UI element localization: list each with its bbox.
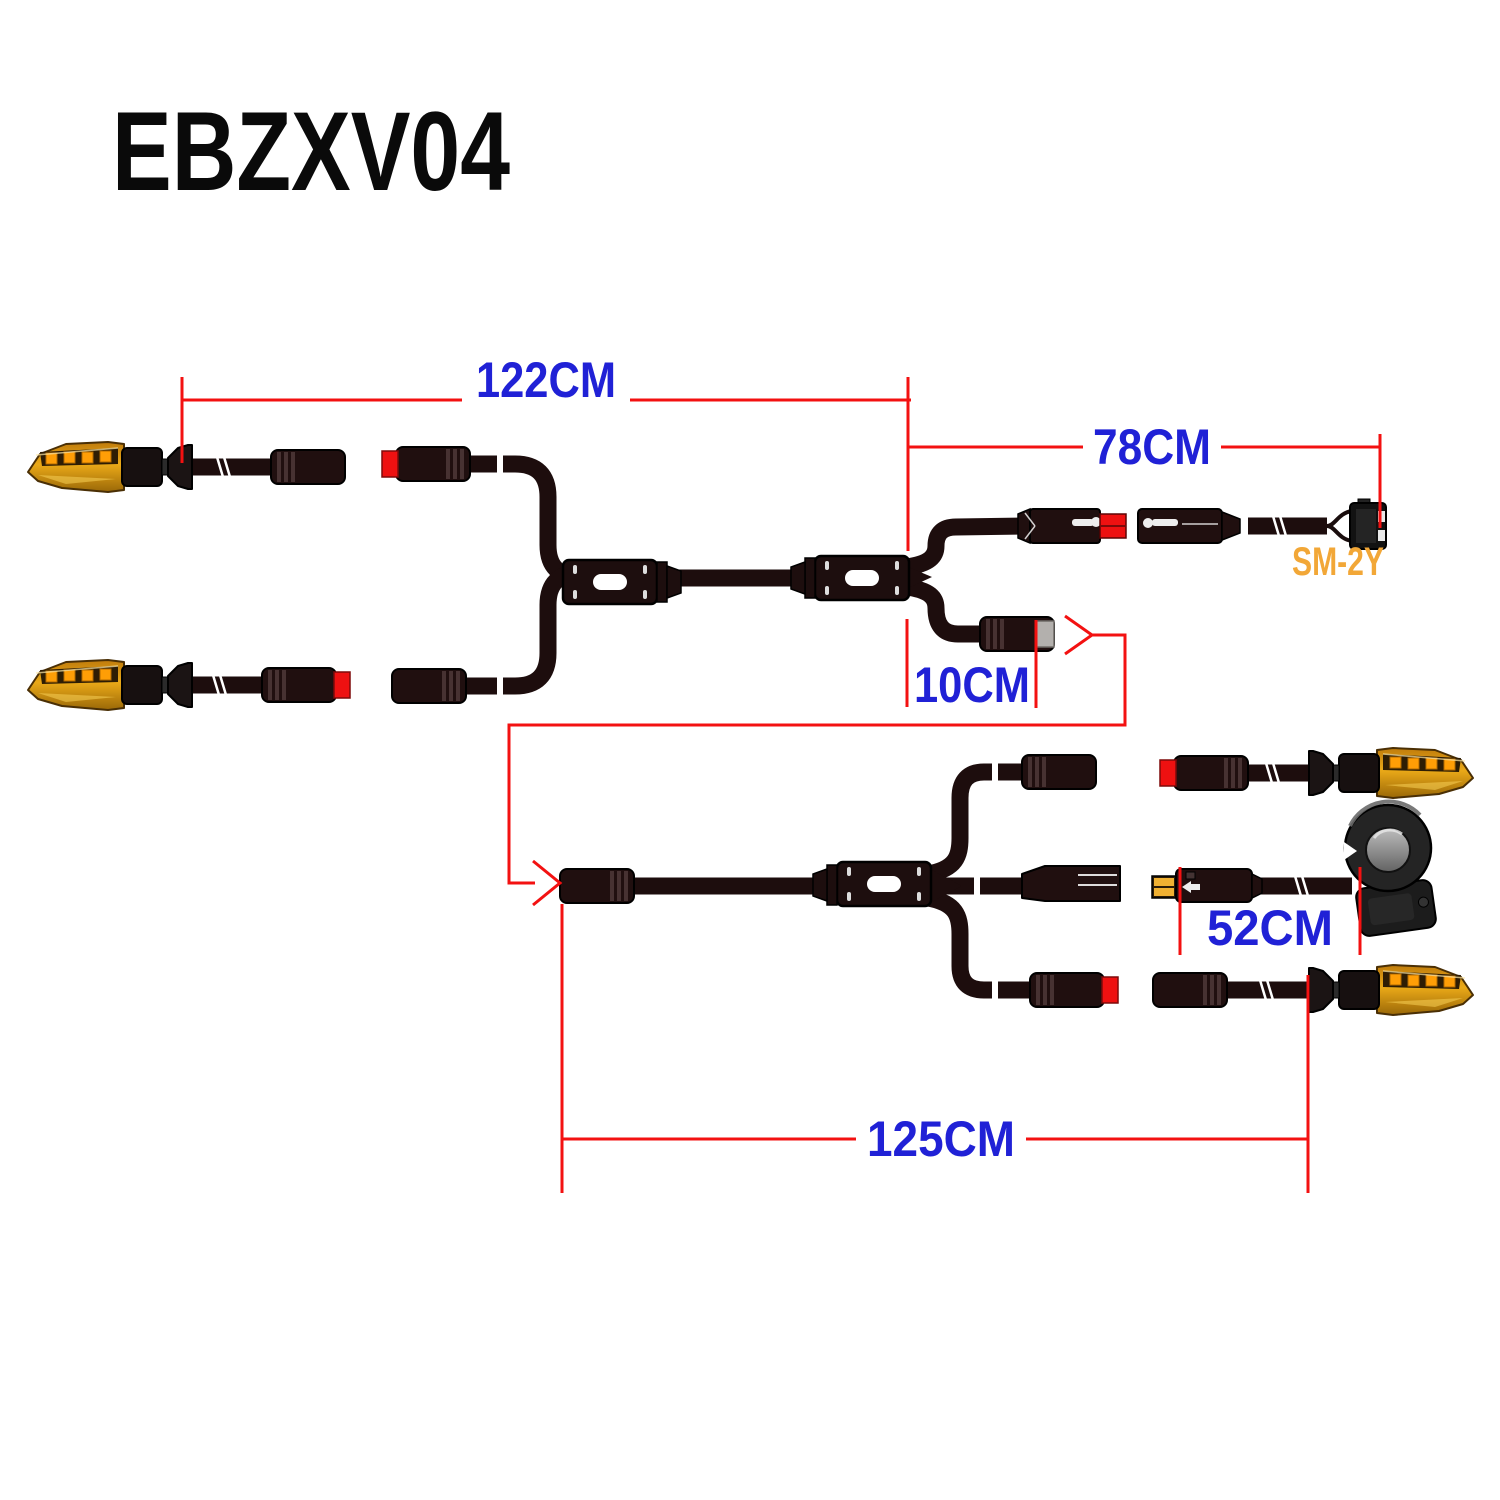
mid-y-splitter-box	[790, 554, 911, 602]
female-connector	[1021, 754, 1097, 790]
male-connector-red-tip	[262, 668, 350, 702]
male-connector-red-tip	[1160, 756, 1248, 790]
front-y-splitter-box	[561, 558, 682, 606]
dimension-lines	[180, 377, 1382, 1193]
male-connector-red-tip	[1030, 973, 1118, 1007]
female-connector	[270, 449, 346, 485]
dim-label-122cm: 122CM	[476, 352, 616, 408]
female-connector	[1152, 972, 1228, 1008]
product-code-title: EBZXV04	[112, 89, 510, 214]
amber-turn-signal-left-upper	[27, 441, 193, 493]
rear-harness-input-connector	[559, 868, 635, 904]
dim-label-52cm: 52CM	[1207, 900, 1333, 956]
female-connector	[391, 668, 467, 704]
amber-turn-signal-right-upper	[1308, 747, 1474, 799]
male-connector-red-tip	[382, 447, 470, 481]
cables	[164, 455, 1352, 999]
flat-2pin-connector-pair	[1017, 507, 1241, 545]
connector-model-label: SM-2Y	[1292, 540, 1384, 584]
stub-connector	[979, 616, 1055, 652]
dim-label-125cm: 125CM	[867, 1111, 1015, 1167]
switch-receptacle-connector	[1021, 865, 1121, 902]
dim-label-78cm: 78CM	[1093, 419, 1211, 475]
dim-label-10cm: 10CM	[914, 657, 1030, 713]
thumb-switch-handlebar-clamp	[1343, 799, 1437, 937]
yellow-switch-connector	[1151, 868, 1263, 903]
rear-y-splitter-box	[812, 860, 933, 908]
amber-turn-signal-right-lower	[1308, 964, 1474, 1016]
amber-turn-signal-left-lower	[27, 659, 193, 711]
